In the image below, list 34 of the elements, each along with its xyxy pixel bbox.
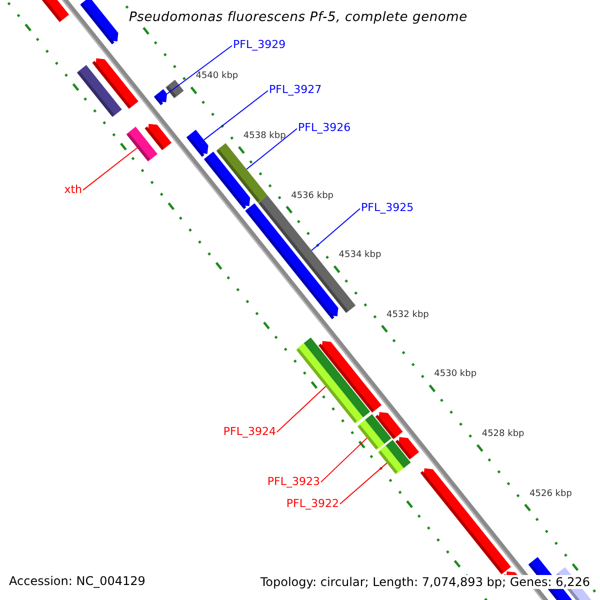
leader-line <box>203 90 268 140</box>
gene-feature <box>378 440 411 474</box>
gene-feature <box>357 414 392 450</box>
leader-line <box>276 386 326 433</box>
scale-label: 4532 kbp <box>386 310 429 320</box>
gene-label: PFL_3929 <box>233 39 286 50</box>
scale-label: 4530 kbp <box>434 370 477 380</box>
gene-label: PFL_3923 <box>267 476 320 487</box>
leader-line <box>311 208 360 251</box>
gene-label: PFL_3925 <box>361 202 414 213</box>
scale-label: 4538 kbp <box>243 132 286 142</box>
gene-feature <box>126 126 158 162</box>
gene-label: PFL_3924 <box>223 426 276 437</box>
gene-feature <box>296 338 370 424</box>
gene-label: PFL_3922 <box>286 498 339 509</box>
genome-summary: Topology: circular; Length: 7,074,893 bp; Genes: 6,226 <box>260 575 590 589</box>
gene-label: PFL_3927 <box>269 84 322 95</box>
diagram-title: Pseudomonas fluorescens Pf-5, complete genome <box>129 11 468 24</box>
leader-line <box>340 462 388 505</box>
gene-feature <box>216 143 268 203</box>
gene-label: PFL_3926 <box>298 122 351 133</box>
scale-label: 4534 kbp <box>338 251 382 260</box>
leader-line <box>320 438 368 483</box>
scale-label: 4526 kbp <box>530 490 572 499</box>
leader-line <box>246 128 298 170</box>
leader-line <box>82 147 138 191</box>
gene-label: xth <box>64 184 82 195</box>
accession-text: Accession: NC_004129 <box>9 575 146 587</box>
gene-feature <box>154 89 168 106</box>
leader-line <box>166 45 232 94</box>
scale-label: 4540 kbp <box>196 72 238 82</box>
scale-label: 4528 kbp <box>482 430 524 439</box>
scale-label: 4536 kbp <box>291 192 334 201</box>
gene-feature <box>186 130 208 157</box>
